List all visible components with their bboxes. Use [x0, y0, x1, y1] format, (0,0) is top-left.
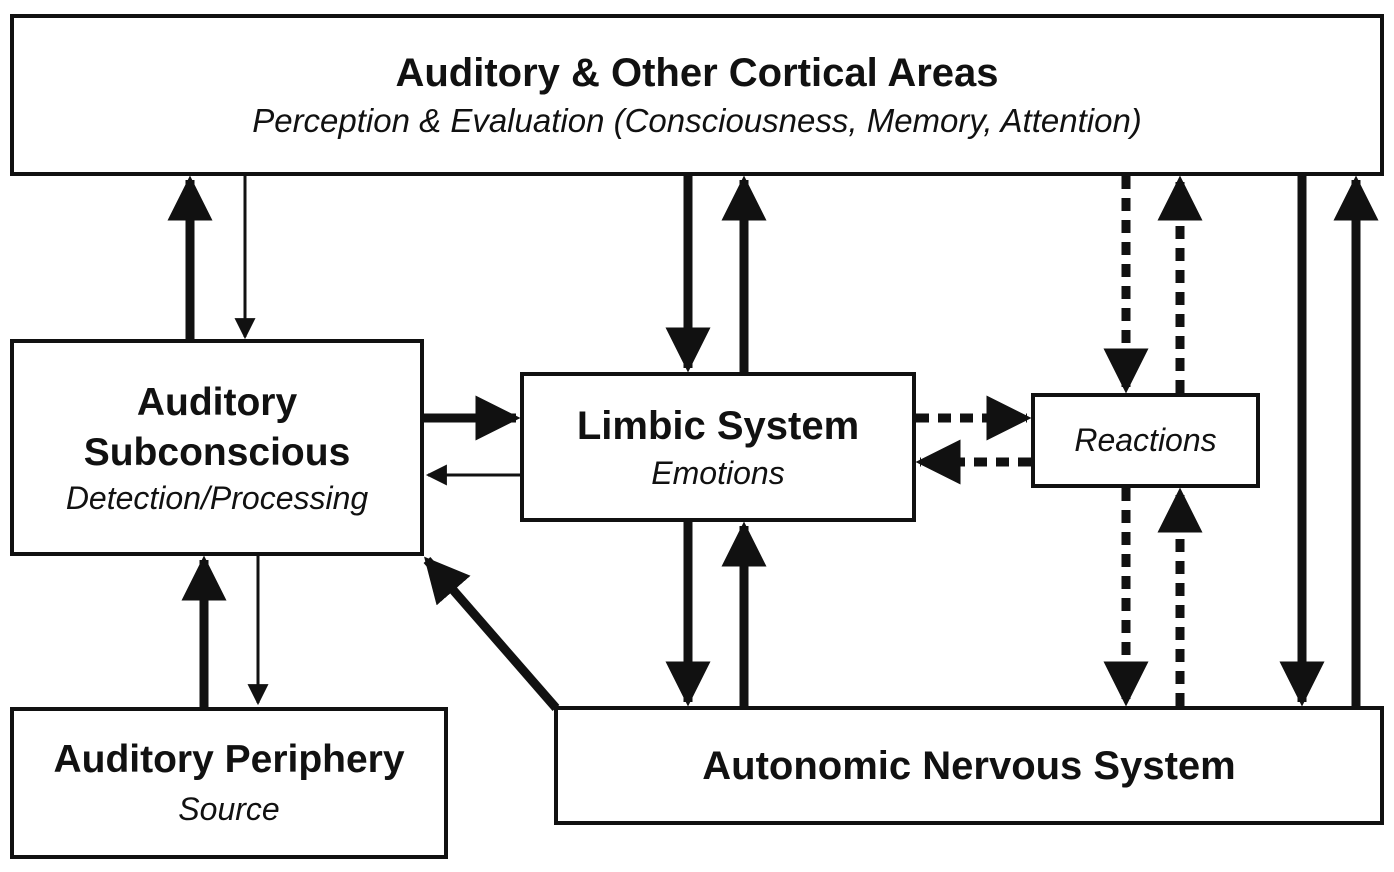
auditory-periphery-title: Auditory Periphery: [53, 738, 405, 782]
arrow-ans-to-subconscious: [423, 556, 560, 711]
cortical-areas-title: Auditory & Other Cortical Areas: [395, 51, 999, 96]
auditory-subconscious-box: Auditory Subconscious Detection/Processi…: [10, 339, 424, 556]
auditory-subconscious-subtitle: Detection/Processing: [65, 479, 369, 516]
cortical-areas-subtitle: Perception & Evaluation (Consciousness, …: [252, 102, 1142, 140]
limbic-system-subtitle: Emotions: [651, 454, 785, 491]
limbic-system-title: Limbic System: [576, 403, 860, 448]
reactions-box: Reactions: [1031, 393, 1260, 488]
auditory-subconscious-title-line1: Auditory: [136, 380, 298, 424]
limbic-system-box: Limbic System Emotions: [520, 372, 916, 522]
auditory-subconscious-title-line2: Subconscious: [83, 431, 351, 475]
cortical-areas-box: Auditory & Other Cortical Areas Percepti…: [10, 14, 1384, 176]
autonomic-nervous-system-box: Autonomic Nervous System: [554, 706, 1384, 825]
autonomic-nervous-system-title: Autonomic Nervous System: [702, 743, 1236, 788]
auditory-periphery-subtitle: Source: [178, 791, 280, 828]
auditory-periphery-box: Auditory Periphery Source: [10, 707, 448, 859]
reactions-label: Reactions: [1074, 422, 1217, 459]
